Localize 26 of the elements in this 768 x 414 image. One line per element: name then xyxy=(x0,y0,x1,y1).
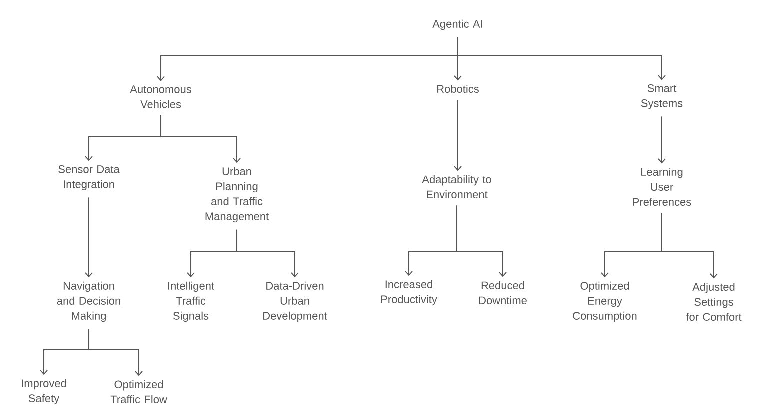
topic-label: Data-Driven Urban Development xyxy=(264,282,328,322)
topic-label: Intelligent Traffic Signals xyxy=(168,282,214,322)
topic-label: Agentic AI xyxy=(432,20,482,30)
arrow xyxy=(88,328,143,376)
topic-label: Learning User Preferences xyxy=(633,168,692,206)
topic-label: Smart Systems xyxy=(641,84,683,110)
topic-label: Sensor Data Integration xyxy=(58,166,120,190)
arrow xyxy=(658,116,666,164)
arrow xyxy=(236,229,299,278)
arrow xyxy=(160,115,241,164)
arrow xyxy=(456,205,507,278)
topic-label: Reduced Downtime xyxy=(479,281,527,305)
topic-label: Optimized Energy Consumption xyxy=(573,282,637,322)
topic-label: Improved Safety xyxy=(22,379,66,405)
topic-label: Increased Productivity xyxy=(382,280,438,306)
topic-label: Navigation and Decision Making xyxy=(57,282,120,322)
arrow xyxy=(85,197,93,278)
topic-label: Adaptability to Environment xyxy=(422,175,492,199)
topic-label: Robotics xyxy=(438,84,479,94)
topic-label: Urban Planning and Traffic Management xyxy=(206,167,270,223)
topic-label: Autonomous Vehicles xyxy=(130,86,192,108)
arrow xyxy=(458,36,666,80)
topic-label: Optimized Traffic Flow xyxy=(110,380,168,404)
arrow xyxy=(662,212,718,279)
topic-label: Adjusted Settings for Comfort xyxy=(686,282,742,322)
arrow xyxy=(454,100,462,172)
